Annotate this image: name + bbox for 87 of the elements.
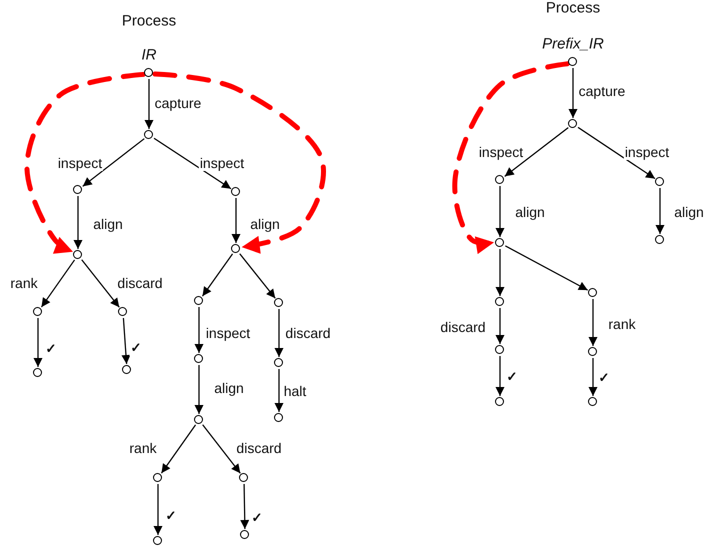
process-heading: Process <box>546 0 600 16</box>
arrow <box>505 245 588 291</box>
circle-node <box>274 358 282 366</box>
circle-node <box>152 536 162 544</box>
arrow <box>496 186 504 237</box>
arrow <box>194 307 204 353</box>
arrow <box>240 484 250 530</box>
edge-label: align <box>249 216 281 232</box>
arrow <box>40 260 76 308</box>
circle-node <box>230 244 240 252</box>
circle-node <box>568 56 576 66</box>
arrow <box>160 424 196 474</box>
circle-node <box>230 186 240 196</box>
circle-node <box>568 118 576 128</box>
arrow <box>588 299 598 346</box>
arrow <box>82 138 145 187</box>
arrow <box>568 68 578 118</box>
circle-node <box>144 68 152 76</box>
dashed-arrow <box>24 72 146 254</box>
circle-node <box>494 238 504 246</box>
process-heading: Process <box>122 12 176 30</box>
dashed-arrow <box>452 61 570 254</box>
circle-node <box>494 296 504 306</box>
edge-label: rank <box>128 440 158 456</box>
arrow <box>588 358 598 396</box>
process-name: IR <box>142 46 156 64</box>
edge-label: inspect <box>56 155 104 171</box>
circle-node <box>72 250 82 258</box>
circle-node <box>588 396 596 406</box>
edge-label: discard <box>116 275 164 291</box>
edge-label: rank <box>607 316 637 332</box>
arrow <box>74 196 82 249</box>
circle-node <box>654 176 664 186</box>
circle-node <box>118 306 126 316</box>
edge-label: discard <box>439 319 487 335</box>
circle-node <box>238 472 248 482</box>
arrow <box>34 318 42 367</box>
arrow <box>154 138 232 190</box>
arrow <box>274 309 284 357</box>
arrow <box>154 484 162 535</box>
circle-node <box>274 298 282 306</box>
arrow <box>578 126 656 180</box>
edge-label: rank <box>9 275 39 291</box>
circle-node <box>194 414 202 424</box>
arrow <box>496 308 504 344</box>
circle-node <box>72 184 82 194</box>
arrow <box>274 369 284 412</box>
edge-label: inspect <box>204 325 252 341</box>
process-name: Prefix_IR <box>542 36 604 52</box>
circle-node <box>152 472 162 482</box>
circle-node <box>240 530 248 538</box>
edge-label: align <box>213 380 245 396</box>
arrow <box>239 253 276 299</box>
arrow <box>144 79 154 129</box>
circle-node <box>588 288 596 296</box>
circle-node <box>494 396 504 406</box>
circle-node <box>194 354 202 362</box>
circle-node <box>144 130 152 138</box>
arrow <box>202 424 241 474</box>
arrow <box>81 259 120 308</box>
circle-node <box>32 368 42 376</box>
dashed-arrow <box>152 72 326 254</box>
arrow <box>504 127 569 177</box>
arrow <box>496 356 504 396</box>
edge-label: inspect <box>624 144 670 160</box>
circle-node <box>494 174 504 184</box>
circle-node <box>494 344 504 354</box>
arrow <box>202 254 233 296</box>
circle-node <box>194 296 202 304</box>
arrow <box>121 318 130 364</box>
edge-label: align <box>673 204 705 220</box>
edge-label: halt <box>282 383 308 399</box>
circle-node <box>274 412 282 422</box>
arrow <box>194 365 204 414</box>
circle-node <box>654 234 664 244</box>
edge-label: inspect <box>478 144 524 160</box>
circle-node <box>588 346 596 356</box>
arrow <box>656 188 664 234</box>
edge-label: discard <box>284 325 332 341</box>
edge-label: discard <box>235 440 283 456</box>
circle-node <box>122 364 130 374</box>
circle-node <box>32 306 42 316</box>
edge-label: align <box>92 216 124 232</box>
arrow <box>232 198 240 243</box>
edge-label: inspect <box>198 155 246 171</box>
arrow <box>496 249 504 296</box>
edge-label: align <box>514 204 546 220</box>
